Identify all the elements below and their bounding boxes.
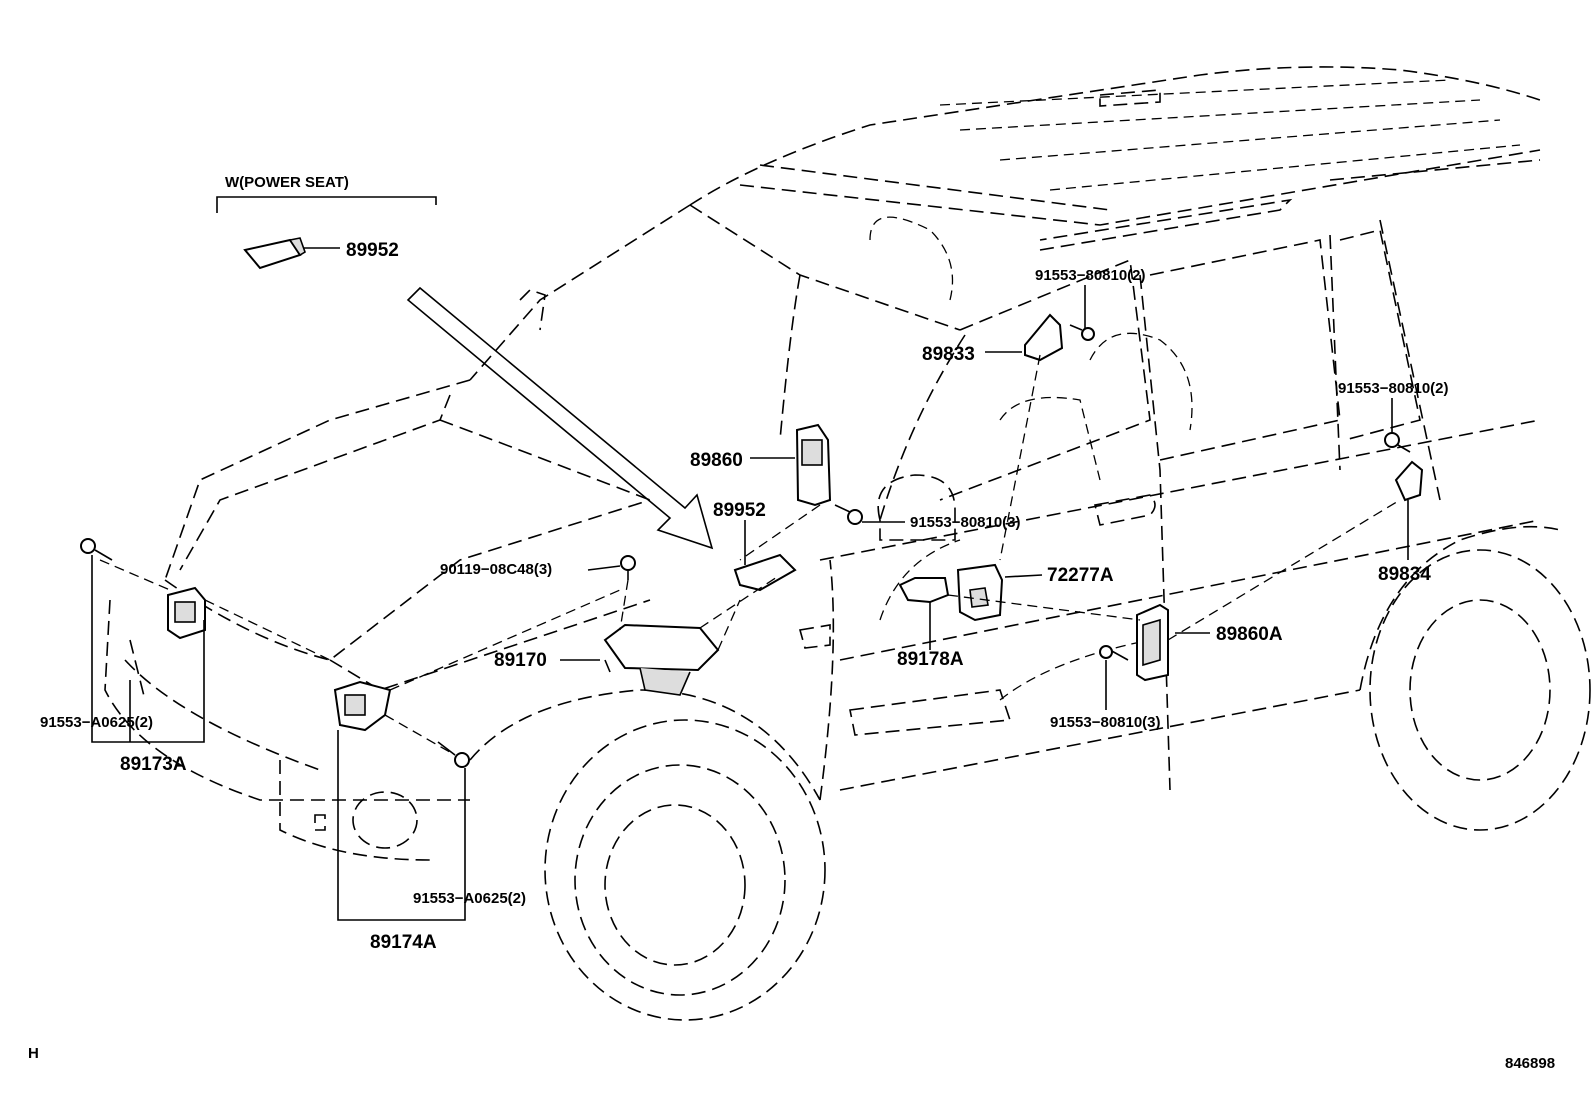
callout-89860a[interactable]: 89860A [1216, 624, 1283, 645]
callout-89860[interactable]: 89860 [690, 450, 743, 471]
sensor-89833: 89833 91553−80810(2) [922, 267, 1146, 365]
part-72277a: 72277A [956, 563, 1114, 622]
callout-89952-inset[interactable]: 89952 [346, 240, 399, 261]
callout-89173a[interactable]: 89173A [120, 754, 187, 775]
bolt-90119: 90119−08C48(3) [440, 555, 636, 580]
sensor-89860: 89860 91553−80810(3) [690, 423, 1021, 531]
callout-89178a[interactable]: 89178A [897, 649, 964, 670]
sensor-89178a: 89178A [897, 577, 964, 670]
vehicle-outline [104, 66, 1591, 1021]
section-label: W(POWER SEAT) [225, 174, 349, 191]
callout-90119-08c48-3[interactable]: 90119−08C48(3) [440, 561, 552, 578]
sensor-89952-front: 89952 [713, 500, 797, 592]
callout-91553-80810-2-rear[interactable]: 91553−80810(2) [1338, 380, 1449, 397]
sensor-89834: 91553−80810(2) 89834 [1338, 380, 1449, 585]
callout-89833[interactable]: 89833 [922, 344, 975, 365]
leader-dashes [99, 354, 1401, 756]
callout-91553-80810-3-upper[interactable]: 91553−80810(3) [910, 514, 1021, 531]
sensor-89174a: 91553−A0625(2) 89174A [333, 680, 526, 953]
sensor-89952-inset [243, 237, 306, 270]
callout-89174a[interactable]: 89174A [370, 932, 437, 953]
sensor-89860a: 89860A 91553−80810(3) [1050, 603, 1283, 731]
callout-91553-a0625-2-left[interactable]: 91553−A0625(2) [40, 714, 153, 731]
sensor-89173a: 91553−A0625(2) 89173A [40, 538, 206, 775]
corner-mark: H [28, 1045, 39, 1062]
indicator-arrow [406, 286, 714, 550]
airbag-ecu-89170: 89170 [494, 623, 720, 696]
callout-91553-a0625-2-right[interactable]: 91553−A0625(2) [413, 890, 526, 907]
callout-89834[interactable]: 89834 [1378, 564, 1431, 585]
callout-91553-80810-2-upper[interactable]: 91553−80810(2) [1035, 267, 1146, 284]
callout-89952-front[interactable]: 89952 [713, 500, 766, 521]
callout-72277a[interactable]: 72277A [1047, 565, 1114, 586]
callout-89170[interactable]: 89170 [494, 650, 547, 671]
callout-91553-80810-3-lower[interactable]: 91553−80810(3) [1050, 714, 1161, 731]
reference-number: 846898 [1505, 1055, 1555, 1072]
power-seat-inset: W(POWER SEAT) 89952 [216, 174, 437, 270]
